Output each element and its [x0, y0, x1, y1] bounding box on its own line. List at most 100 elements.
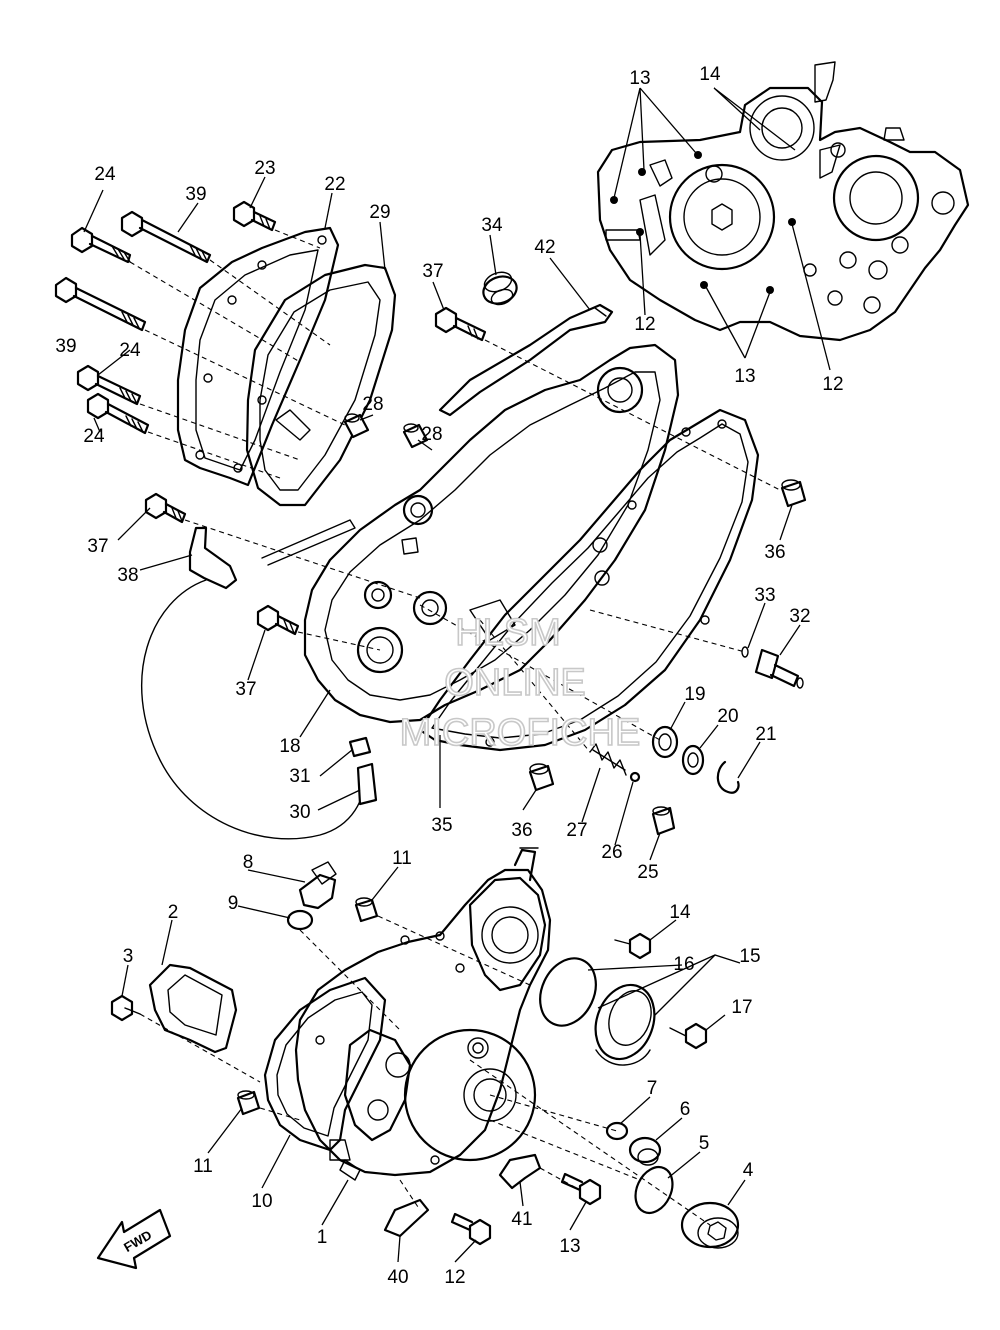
callout-19: 19: [684, 684, 705, 705]
ball-26: [629, 771, 641, 783]
dowel-pin-28-b: [402, 423, 429, 449]
callout-37-left: 37: [87, 536, 108, 557]
callout-37-top: 37: [422, 261, 443, 282]
callout-9: 9: [228, 893, 239, 914]
leader-lines: [83, 87, 831, 1263]
callout-41: 41: [511, 1209, 532, 1230]
callout-8: 8: [243, 852, 254, 873]
callout-5: 5: [699, 1133, 710, 1154]
washer-20: [681, 744, 705, 776]
callout-6: 6: [680, 1099, 691, 1120]
bolt-37-top: [434, 306, 487, 342]
dowel-11-lower: [236, 1090, 261, 1116]
callout-17: 17: [731, 997, 752, 1018]
callout-4: 4: [743, 1160, 754, 1181]
plug-8: [298, 861, 337, 910]
bolt-37-left: [144, 492, 187, 524]
cap-6: [628, 1136, 662, 1166]
bolt-12-lower: [450, 1212, 492, 1246]
callout-15: 15: [739, 946, 760, 967]
bolt-37-low: [256, 604, 300, 636]
clutch-cover: [176, 226, 340, 487]
callout-23: 23: [254, 158, 275, 179]
plug-4: [680, 1201, 740, 1249]
dowel-36-lower: [528, 763, 555, 792]
o-ring-7: [605, 1121, 629, 1141]
gasket-10: [263, 976, 387, 1152]
o-ring-5: [634, 1165, 674, 1215]
dowel-pin-28-a: [343, 413, 370, 439]
plug-25: [651, 806, 676, 836]
callout-38: 38: [117, 565, 138, 586]
callout-14-inset: 14: [699, 64, 721, 85]
callout-26: 26: [601, 842, 622, 863]
callout-numbers: 1 2 3 4 5 6 7 8 9 10 11 11 12 12 12 13 1…: [55, 64, 843, 1288]
callout-30: 30: [289, 802, 310, 823]
callout-36-upper: 36: [764, 542, 785, 563]
callout-24-low: 24: [83, 426, 105, 447]
clutch-cover-gasket: [245, 263, 397, 507]
callout-27: 27: [566, 820, 587, 841]
callout-12-inset-right: 12: [822, 374, 843, 395]
callout-39-top: 39: [185, 184, 206, 205]
callout-12-inset-left: 12: [634, 314, 655, 335]
engine-inset: [596, 61, 970, 342]
callout-40: 40: [387, 1267, 408, 1288]
bolt-24-low: [86, 392, 150, 435]
callout-32: 32: [789, 606, 810, 627]
hose-30: [140, 579, 378, 840]
spring-27: [589, 743, 627, 776]
bolt-13-lower: [560, 1172, 602, 1206]
bolt-23: [232, 200, 277, 232]
clamp-40: [383, 1198, 430, 1238]
callout-39-left: 39: [55, 336, 76, 357]
forward-direction-badge: FWD: [96, 1208, 172, 1270]
callout-25: 25: [637, 862, 658, 883]
bearing-34: [482, 271, 518, 306]
callout-13-lower: 13: [559, 1236, 580, 1257]
bolt-24-top: [70, 226, 132, 264]
callout-29: 29: [369, 202, 390, 223]
callout-18: 18: [279, 736, 300, 757]
callout-31: 31: [289, 766, 310, 787]
callout-28-b: 28: [421, 424, 442, 445]
callout-7: 7: [647, 1078, 658, 1099]
bolt-17: [669, 1022, 708, 1050]
callout-14-pump: 14: [669, 902, 691, 923]
callout-37-low: 37: [235, 679, 256, 700]
bolt-39-top: [120, 210, 212, 264]
o-ring-33: [741, 646, 749, 658]
bolt-14-pump: [614, 932, 652, 960]
callout-13-inset-top: 13: [629, 68, 650, 89]
bolt-39-long: [54, 276, 147, 332]
circlip-21: [716, 760, 740, 794]
callout-16: 16: [673, 954, 694, 975]
o-ring-9: [286, 909, 314, 931]
oil-seal-19: [651, 725, 679, 759]
callout-35: 35: [431, 815, 452, 836]
callout-42: 42: [534, 237, 555, 258]
callout-21: 21: [755, 724, 776, 745]
plate-2: [148, 963, 238, 1054]
dowel-11-upper: [354, 897, 379, 923]
breather-tube: [261, 519, 356, 566]
dowel-36-upper: [780, 479, 807, 508]
watermark: HLSM ONLINE MICROFICHE: [399, 611, 641, 755]
callout-34: 34: [481, 215, 503, 236]
crankcase-cover-18: [303, 343, 680, 724]
callout-20: 20: [717, 706, 738, 727]
bolt-24-mid: [76, 364, 142, 406]
callout-10: 10: [251, 1191, 272, 1212]
clamp-38: [188, 526, 238, 590]
callout-24-mid: 24: [119, 340, 141, 361]
pump-cover-15: [594, 983, 656, 1066]
bolt-3: [110, 994, 141, 1022]
callout-33: 33: [754, 585, 775, 606]
connector-31: [348, 736, 372, 758]
callout-11-upper: 11: [392, 848, 412, 869]
watermark-line-1: HLSM: [455, 612, 561, 654]
o-ring-16: [539, 957, 597, 1027]
guide-42: [438, 303, 614, 417]
callout-11-lower: 11: [193, 1156, 213, 1177]
